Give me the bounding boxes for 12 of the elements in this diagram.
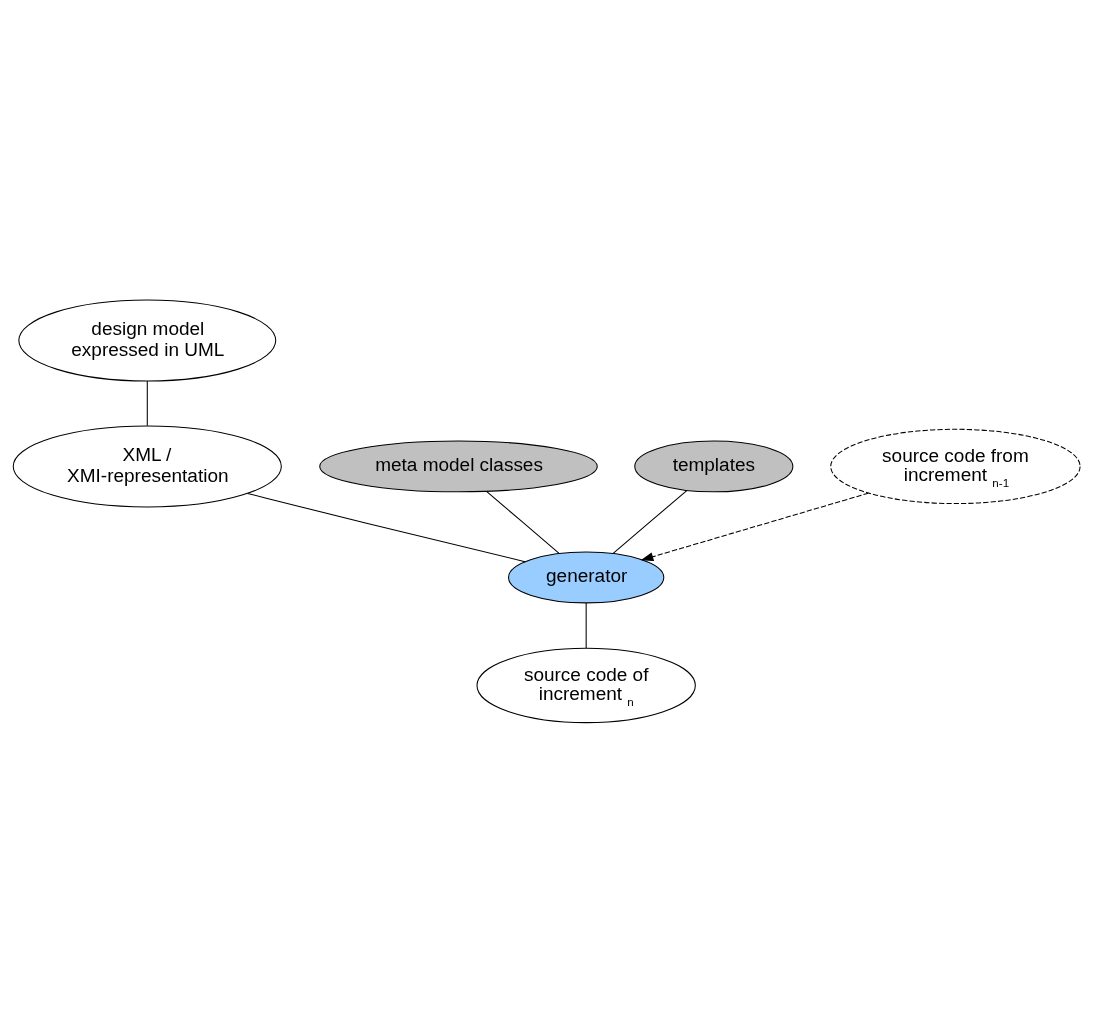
node-ellipse: source code of increment $_{n}$: [476, 647, 696, 724]
connector: [585, 602, 587, 649]
connector: [612, 489, 688, 555]
node-ellipse: design model expressed in UML: [18, 299, 277, 382]
node-ellipse: XML / XMI-representation: [12, 425, 282, 508]
connector: [146, 380, 148, 427]
node-ellipse: templates: [634, 440, 794, 493]
connector: [247, 492, 526, 563]
arrow: [640, 492, 869, 561]
node-ellipse: source code from increment $_{n-1}$: [830, 428, 1081, 505]
node-ellipse: meta model classes: [319, 440, 598, 493]
connector: [486, 490, 560, 554]
